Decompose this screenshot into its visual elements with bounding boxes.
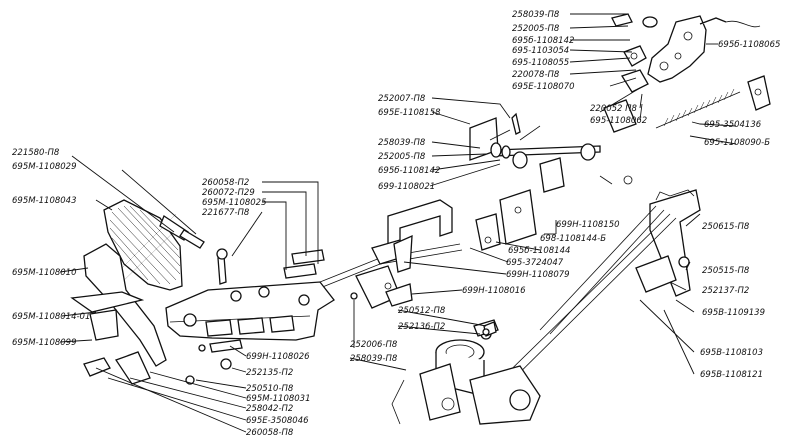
- callout-c45: 260058-П8: [246, 428, 294, 438]
- callout-c50: 695В-1108103: [700, 348, 763, 358]
- callout-c17: 695б-1108142: [378, 166, 440, 176]
- callout-c49: 258039-П8: [350, 354, 398, 364]
- callout-c4: 695-1103054: [512, 46, 569, 56]
- callout-c26: 699Н-1108150: [556, 220, 620, 230]
- callout-c15: 258039-П8: [378, 138, 426, 148]
- callout-c13: 252007-П8: [378, 94, 426, 104]
- callout-c20: 695М-1108029: [12, 162, 76, 172]
- callout-c25: 221677-П8: [202, 208, 250, 218]
- callout-c18: 699-1108021: [378, 182, 435, 192]
- callout-c31: 699Н-1108016: [462, 286, 526, 296]
- pedal-lever: [70, 243, 167, 385]
- pedal-base-plate: [165, 281, 335, 370]
- callout-c39: 699Н-1108026: [246, 352, 310, 362]
- callout-c29: 695-3724047: [506, 258, 564, 268]
- linkage-rods: [299, 234, 463, 309]
- callout-c36: 695М-1108010: [12, 268, 76, 278]
- callout-c10: 695-1108062: [590, 116, 647, 126]
- callout-c11: 695-3504136: [704, 120, 762, 130]
- callout-c3: 695б-1108142: [512, 36, 574, 46]
- callout-c21: 695М-1108043: [12, 196, 76, 206]
- callout-c12: 695-1108090-Б: [704, 138, 770, 148]
- callout-c7: 695б-1108065: [718, 40, 780, 50]
- callout-c43: 258042-П2: [246, 404, 293, 414]
- callout-c32: 250615-П8: [702, 222, 750, 232]
- callout-c16: 252005-П8: [378, 152, 426, 162]
- callout-c35: 695В-1109139: [702, 308, 765, 318]
- callout-c41: 250510-П8: [246, 384, 294, 394]
- callout-c22: 260058-П2: [202, 178, 249, 188]
- fasteners: [179, 229, 497, 385]
- callout-c2: 252005-П8: [512, 24, 560, 34]
- callout-c9: 220052 П8: [590, 104, 638, 114]
- callout-c28: 695б-1108144: [508, 246, 570, 256]
- callout-c48: 252006-П8: [350, 340, 398, 350]
- callout-c37: 695М-1108014-01: [12, 312, 90, 322]
- callout-c6: 220078-П8: [512, 70, 560, 80]
- callout-c34: 252137-П2: [702, 286, 749, 296]
- callout-c42: 695М-1108031: [246, 394, 310, 404]
- callout-c44: 695Е-3508046: [246, 416, 309, 426]
- carburetor: [391, 319, 541, 425]
- throttle-cable-assembly: [479, 189, 701, 405]
- throttle-cable-bracket-assembly: [599, 13, 761, 133]
- callout-c24: 695М-1108025: [202, 198, 266, 208]
- intermediate-shaft-assembly: [469, 112, 633, 193]
- callout-c14: 695Е-1108158: [378, 108, 441, 118]
- callout-c23: 260072-П29: [202, 188, 255, 198]
- mounting-bracket: [387, 189, 537, 253]
- callout-c1: 258039-П8: [512, 10, 560, 20]
- callout-c5: 695-1108055: [512, 58, 569, 68]
- callout-c46: 250512-П8: [398, 306, 446, 316]
- callout-c38: 695М-1108099: [12, 338, 76, 348]
- callout-c19: 221580-П8: [12, 148, 60, 158]
- callout-c27: 698-1108144-Б: [540, 234, 606, 244]
- callout-c8: 695Е-1108070: [512, 82, 575, 92]
- callout-c40: 252135-П2: [246, 368, 293, 378]
- callout-c47: 252136-П2: [398, 322, 445, 332]
- callout-c33: 250515-П8: [702, 266, 750, 276]
- callout-c51: 695В-1108121: [700, 370, 763, 380]
- leader-lines: [59, 13, 737, 433]
- return-spring: [655, 75, 771, 129]
- accelerator-pedal: [103, 199, 189, 291]
- callout-c30: 699Н-1108079: [506, 270, 570, 280]
- callout-labels: 258039-П8 252005-П8 695б-1108142 695-110…: [12, 10, 780, 438]
